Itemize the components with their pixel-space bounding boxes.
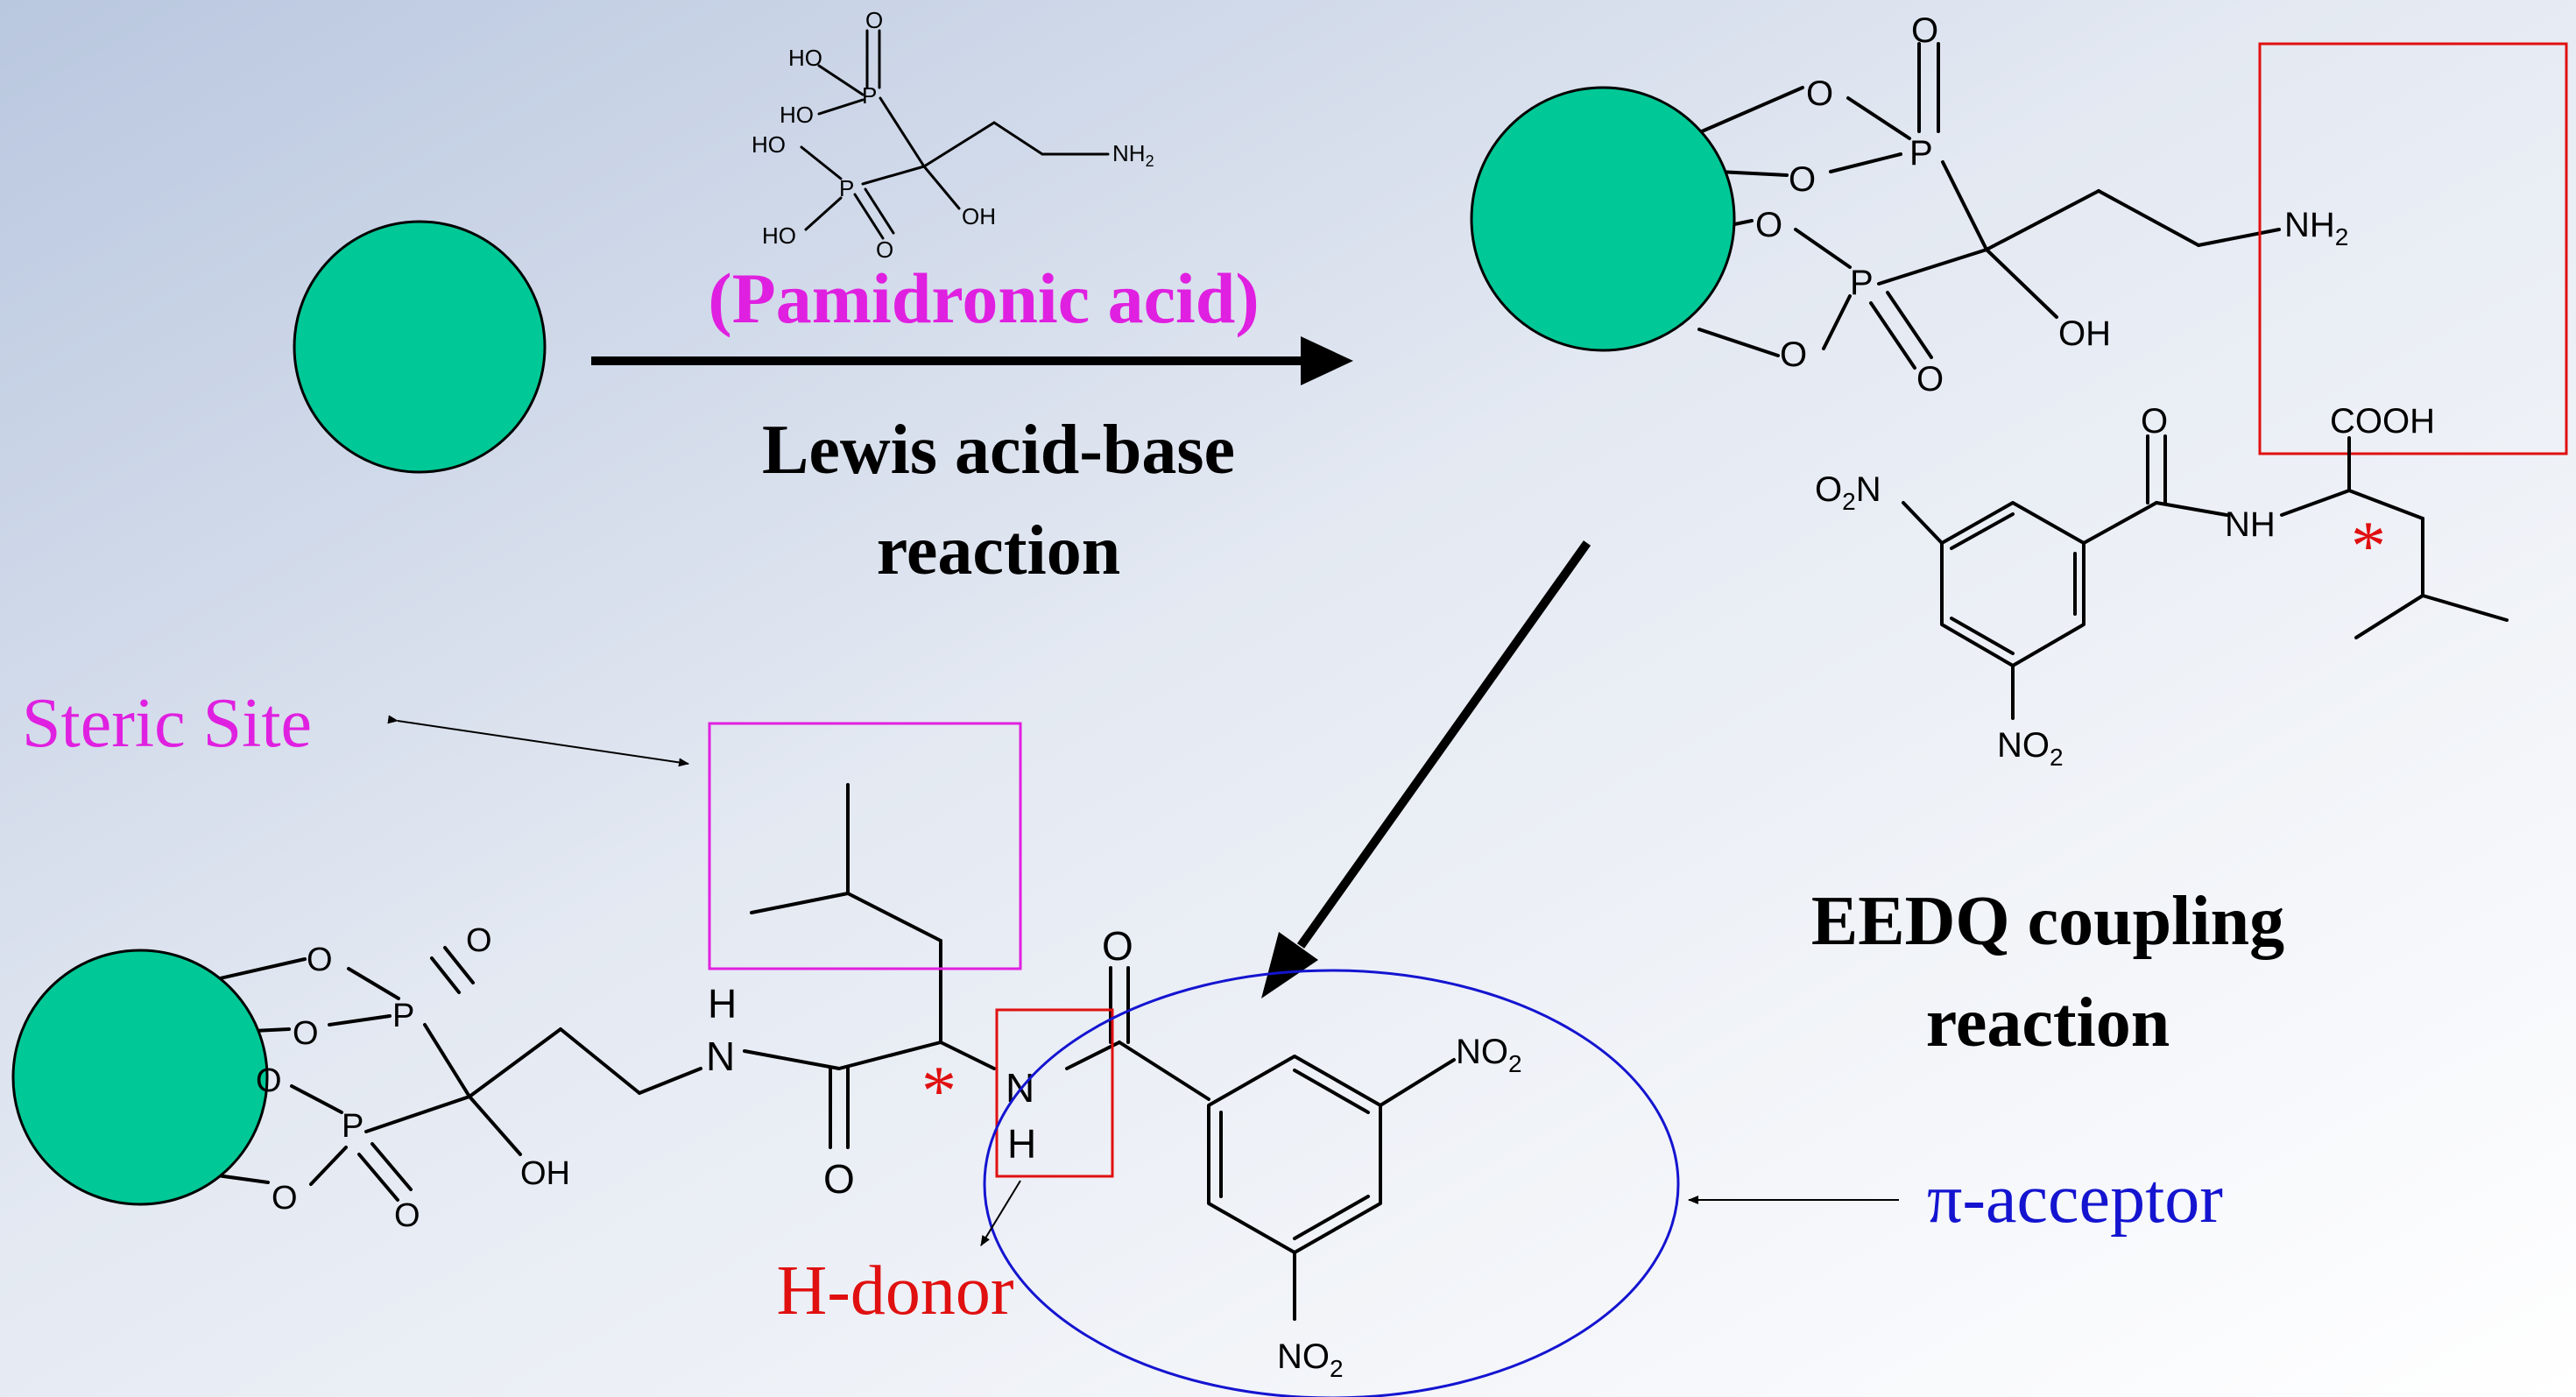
chiral-star-product: *: [921, 1053, 956, 1130]
prod-atom-o-3: O: [256, 1062, 282, 1099]
dnb-atom-no2: NO2: [1997, 726, 2064, 771]
chiral-star-dnb: *: [2351, 508, 2386, 585]
prod-atom-nh-h: H: [1007, 1121, 1036, 1167]
h-donor-box: [995, 1008, 1114, 1178]
reaction-1-label-line2: reaction: [877, 512, 1120, 589]
prod-atom-amide-n: N: [706, 1034, 735, 1079]
pa-atom-o-bottom: O: [876, 236, 893, 263]
prod-atom-amide-o: O: [823, 1156, 855, 1202]
pa-atom-ho-2: HO: [780, 102, 814, 128]
int-atom-p-2: P: [1850, 264, 1874, 302]
int-atom-o-bottom: O: [1916, 360, 1944, 399]
dnb-atom-o2n: O2N: [1815, 470, 1881, 515]
pi-acceptor-label: π-acceptor: [1927, 1161, 2223, 1238]
reaction-arrow-2: [1296, 540, 1591, 949]
int-atom-oh: OH: [2058, 314, 2111, 353]
dnb-atom-nh: NH: [2225, 505, 2276, 544]
prod-atom-no2-2: NO2: [1277, 1337, 1344, 1382]
prod-atom-o-top: O: [466, 922, 492, 959]
prod-atom-oh: OH: [520, 1155, 570, 1192]
prod-atom-o-1: O: [307, 942, 333, 978]
pi-acceptor-ellipse: [983, 969, 1680, 1397]
int-atom-o-top: O: [1911, 11, 1938, 50]
steric-site-arrow: [387, 715, 689, 767]
prod-atom-no2-1: NO2: [1456, 1033, 1522, 1077]
prod-atom-benzoyl-o: O: [1102, 923, 1133, 969]
reaction-2-label-line1: EEDQ coupling: [1811, 883, 2284, 960]
pa-atom-nh2: NH2: [1112, 140, 1154, 170]
reaction-1-label-line1: Lewis acid-base: [762, 412, 1235, 489]
dnb-atom-cooh: COOH: [2330, 402, 2435, 441]
pa-atom-ho-1: HO: [788, 45, 822, 71]
int-atom-o-4: O: [1780, 335, 1807, 374]
reaction-arrow-2-head: [1261, 932, 1318, 998]
reagent-label: (Pamidronic acid): [708, 258, 1259, 338]
prod-atom-o-4: O: [272, 1180, 298, 1217]
reaction-2-label-line2: reaction: [1926, 984, 2170, 1062]
bead-product: [11, 949, 269, 1206]
prod-atom-amide-h: H: [708, 981, 737, 1027]
int-atom-o-2: O: [1789, 160, 1816, 199]
final-product-structure: O O O P O P O O OH H N O N H O NO2 NO2: [11, 783, 1522, 1382]
dnb-atom-o: O: [2141, 402, 2168, 441]
pamidronic-acid-structure: O HO P HO HO NH2 P OH HO O: [752, 7, 1154, 263]
prod-atom-o-2: O: [293, 1015, 319, 1052]
bead-start: [293, 220, 547, 474]
pa-atom-ho-4: HO: [762, 222, 796, 249]
reaction-arrow-1-head: [1301, 336, 1353, 385]
pa-atom-ho-3: HO: [752, 131, 786, 158]
intermediate-structure: O O O P O P O O OH NH2: [1470, 11, 2348, 399]
int-atom-o-1: O: [1806, 74, 1833, 113]
dnb-leucine-structure: O COOH O2N NH NO2: [1815, 402, 2509, 771]
pa-atom-o-top: O: [865, 7, 883, 33]
prod-atom-p-2: P: [342, 1108, 363, 1145]
h-donor-label: H-donor: [776, 1252, 1013, 1330]
prod-atom-o-bottom: O: [394, 1197, 420, 1234]
h-donor-arrow: [980, 1180, 1021, 1246]
steric-site-label: Steric Site: [22, 685, 312, 762]
int-atom-nh2: NH2: [2284, 206, 2348, 250]
amine-highlight-box: [2258, 42, 2568, 455]
prod-atom-p-1: P: [392, 998, 414, 1034]
steric-site-box: [708, 722, 1022, 970]
bead-intermediate: [1470, 86, 1736, 352]
int-atom-o-3: O: [1755, 206, 1782, 244]
int-atom-p-1: P: [1909, 134, 1933, 173]
pa-atom-oh: OH: [962, 203, 996, 229]
pa-atom-p-2: P: [839, 175, 854, 201]
pa-atom-p-1: P: [862, 82, 877, 109]
